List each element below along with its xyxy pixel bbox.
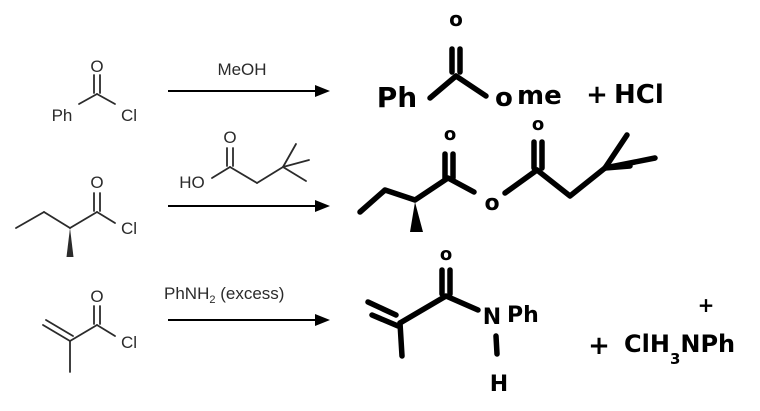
anilinium-charge: +: [698, 293, 715, 317]
reaction-1: O Ph Cl MeOH o Ph o me + HCl: [52, 7, 664, 125]
reagent-aniline-excess: PhNH2 (excess): [164, 284, 284, 306]
amide-nitrogen-label: N: [483, 305, 501, 330]
chlorine-label: Cl: [121, 106, 137, 125]
phenyl-label: Ph: [52, 106, 73, 125]
byproduct-hcl: HCl: [614, 80, 664, 110]
plus-sign-3: +: [588, 331, 610, 361]
reaction-arrow-1: [168, 85, 330, 97]
product-bridge-oxygen: o: [484, 191, 499, 216]
carbonyl-oxygen-label: O: [90, 57, 103, 76]
carbonyl-oxygen-label-3: O: [90, 287, 103, 306]
reagent-dimethylbutanoic-acid: O HO: [179, 128, 310, 192]
reagent-methanol: MeOH: [217, 60, 266, 79]
reaction-3: O Cl PhNH2 (excess) o N Ph H + ClH3NPh +: [42, 244, 735, 397]
product-ester-oxygen: o: [495, 83, 513, 113]
reaction-2: O Cl O HO o o: [15, 114, 658, 257]
plus-sign-1: +: [586, 80, 608, 110]
chlorine-label-2: Cl: [121, 219, 137, 238]
product-phenyl-label: Ph: [377, 81, 417, 114]
reactant-benzoyl-chloride: O Ph Cl: [52, 57, 137, 125]
reactant-methylbutanoyl-chloride: O Cl: [15, 173, 137, 257]
chlorine-label-3: Cl: [121, 333, 137, 352]
product-carbonyl-oxygen: o: [449, 7, 463, 31]
product-oxygen-left: o: [444, 124, 456, 145]
product-methyl-benzoate: o Ph o me + HCl: [377, 7, 664, 114]
amide-phenyl-label: Ph: [507, 303, 539, 328]
hydroxyl-label: HO: [179, 173, 205, 192]
product-methyl-label: me: [517, 81, 562, 111]
product-methacrylanilide: o N Ph H + ClH3NPh +: [365, 244, 735, 397]
product-carbonyl-oxygen-3: o: [440, 244, 452, 265]
reactant-methacryloyl-chloride: O Cl: [42, 287, 137, 373]
reaction-arrow-2: [168, 200, 330, 212]
amide-hydrogen-label: H: [490, 372, 508, 397]
product-anhydride: o o o: [357, 114, 658, 232]
carbonyl-oxygen-label-2: O: [90, 173, 103, 192]
product-oxygen-right: o: [532, 114, 544, 135]
anilinium-chloride: ClH3NPh: [624, 330, 735, 368]
reaction-arrow-3: [168, 314, 330, 326]
acid-oxygen-label: O: [223, 128, 236, 147]
